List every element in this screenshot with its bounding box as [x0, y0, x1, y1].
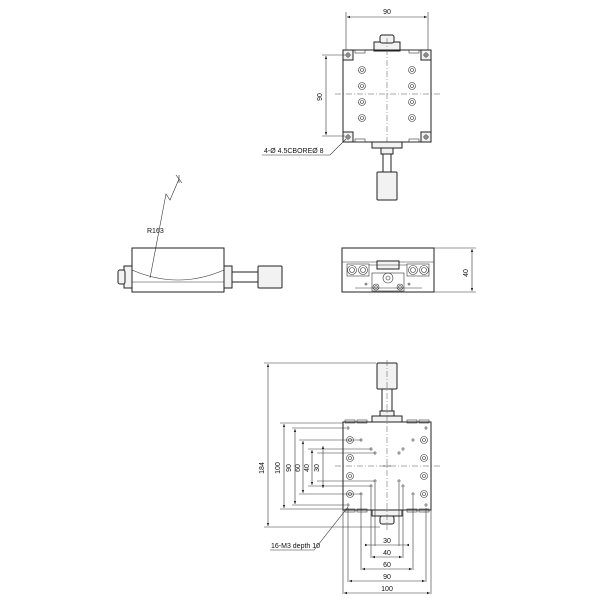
top-hole-note: 4-Ø 4.5CBOREØ 8 — [264, 148, 324, 155]
horizontal-dim-60: 60 — [383, 562, 391, 569]
side-view: R163 — [117, 174, 283, 293]
radius-note: R163 — [147, 228, 164, 235]
bottom-view: 184 100 90 60 40 30 30 40 — [259, 360, 440, 595]
horizontal-dim-40: 40 — [383, 550, 391, 557]
overall-height-dim: 184 — [259, 462, 266, 474]
top-view: 90 — [262, 9, 440, 201]
vertical-dim-100: 100 — [275, 462, 282, 474]
top-width-dim: 90 — [383, 9, 391, 16]
horizontal-dim-30: 30 — [383, 538, 391, 545]
top-height-dim: 90 — [317, 93, 324, 101]
front-view: 40 — [341, 247, 476, 293]
vertical-dim-90: 90 — [286, 464, 293, 472]
vertical-dim-30: 30 — [314, 464, 321, 472]
thread-note: 16-M3 depth 10 — [271, 543, 320, 550]
vertical-dim-40: 40 — [304, 464, 311, 472]
horizontal-dim-100: 100 — [381, 586, 393, 593]
vertical-dim-60: 60 — [295, 464, 302, 472]
front-height-dim: 40 — [463, 269, 470, 277]
horizontal-dim-90: 90 — [383, 574, 391, 581]
